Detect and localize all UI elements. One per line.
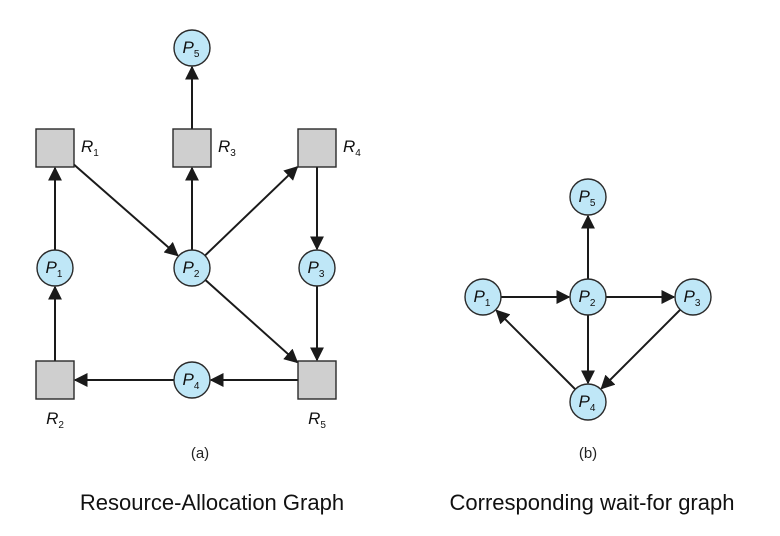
graph-b-process-label-p1: P1 xyxy=(474,287,491,309)
graph-a-process-label-p3: P3 xyxy=(308,258,325,280)
caption-wait-for-graph: Corresponding wait-for graph xyxy=(450,490,735,515)
graph-a-edge-p2-to-r5 xyxy=(204,279,299,364)
graph-a-process-label-p1: P1 xyxy=(46,258,63,280)
graph-b-process-label-p5: P5 xyxy=(579,187,596,209)
graph-a-resource-label-r3: R3 xyxy=(218,137,236,159)
graph-a-process-p5: P5 xyxy=(173,29,211,67)
graph-b-process-label-p3: P3 xyxy=(684,287,701,309)
graph-a-resource-box-r3 xyxy=(172,128,212,168)
graph-a-process-label-p4: P4 xyxy=(183,370,200,392)
graph-b-process-circle-p4 xyxy=(569,383,607,421)
graph-a-resource-r3: R3 xyxy=(172,128,236,168)
graph-b-process-label-p2: P2 xyxy=(579,287,596,309)
graph-b-edge-p4-to-p1 xyxy=(495,309,576,390)
graph-b-process-p1: P1 xyxy=(464,278,502,316)
graph-b-edge-p3-to-p4 xyxy=(600,309,681,390)
graph-b-process-p5: P5 xyxy=(569,178,607,216)
edges-layer xyxy=(48,65,681,390)
graph-a-process-circle-p5 xyxy=(173,29,211,67)
graph-b-process-circle-p3 xyxy=(674,278,712,316)
graph-b-process-label-p4: P4 xyxy=(579,392,596,414)
graph-a-process-p3: P3 xyxy=(298,249,336,287)
graph-a-process-p4: P4 xyxy=(173,361,211,399)
graph-a-process-circle-p4 xyxy=(173,361,211,399)
graph-b-process-p2: P2 xyxy=(569,278,607,316)
graph-a-resource-box-r5 xyxy=(297,360,337,400)
graph-a-resource-label-r1: R1 xyxy=(81,137,99,159)
graph-a-process-p1: P1 xyxy=(36,249,74,287)
graph-a-resource-box-r4 xyxy=(297,128,337,168)
graph-a-process-label-p2: P2 xyxy=(183,258,200,280)
graph-a-resource-box-r2 xyxy=(35,360,75,400)
graph-a-process-circle-p3 xyxy=(298,249,336,287)
graph-a-edge-r1-to-p2 xyxy=(73,163,179,257)
graph-a-process-label-p5: P5 xyxy=(183,38,200,60)
caption-resource-allocation-graph: Resource-Allocation Graph xyxy=(80,490,344,515)
graph-a-resource-r1: R1 xyxy=(35,128,99,168)
graph-b-process-p3: P3 xyxy=(674,278,712,316)
graph-b-process-circle-p5 xyxy=(569,178,607,216)
graph-a-edge-p2-to-r4 xyxy=(204,165,299,257)
graph-a-resource-r2: R2 xyxy=(35,360,75,431)
graph-a-resource-box-r1 xyxy=(35,128,75,168)
graph-a-resource-label-r5: R5 xyxy=(308,409,326,431)
graph-b-process-p4: P4 xyxy=(569,383,607,421)
graph-a-resource-r5: R5 xyxy=(297,360,337,431)
graph-b-process-circle-p1 xyxy=(464,278,502,316)
panel-label-a: (a) xyxy=(191,445,209,462)
graph-b-process-circle-p2 xyxy=(569,278,607,316)
graph-a-resource-label-r2: R2 xyxy=(46,409,64,431)
graph-a-process-circle-p2 xyxy=(173,249,211,287)
graph-a-process-circle-p1 xyxy=(36,249,74,287)
panel-label-b: (b) xyxy=(579,445,597,462)
graph-a-resource-r4: R4 xyxy=(297,128,361,168)
graph-a-resource-label-r4: R4 xyxy=(343,137,361,159)
graph-a-process-p2: P2 xyxy=(173,249,211,287)
